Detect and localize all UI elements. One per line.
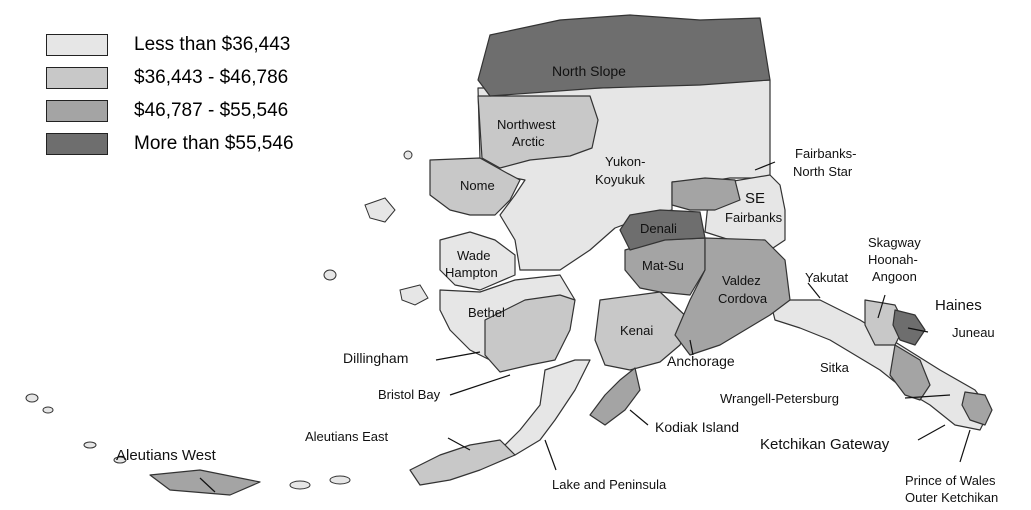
label-se-fairbanks: SE	[745, 190, 765, 207]
legend-swatch	[46, 66, 108, 89]
label-valdez: Valdez	[722, 273, 761, 288]
region-juneau	[892, 309, 926, 346]
region-north-slope	[477, 14, 771, 97]
label-mat-su: Mat-Su	[642, 258, 684, 273]
legend-swatch	[46, 33, 108, 56]
label-bethel: Bethel	[468, 305, 505, 320]
label-lake-peninsula: Lake and Peninsula	[552, 477, 667, 492]
label-yukon-koyukuk: Yukon-	[605, 154, 645, 169]
region-denali	[619, 209, 706, 251]
legend-item: Less than $36,443	[46, 28, 294, 61]
label-fairbanks: North Star	[793, 164, 853, 179]
legend-label: More than $55,546	[134, 132, 294, 154]
label-juneau: Juneau	[952, 325, 995, 340]
label-se-fairbanks: Fairbanks	[725, 210, 783, 225]
small-island	[323, 269, 337, 281]
region-aleutians-east	[409, 439, 516, 486]
label-northwest-arctic: Northwest	[497, 117, 556, 132]
legend-swatch	[46, 99, 108, 122]
label-aleutians-west: Aleutians West	[116, 447, 217, 464]
small-island	[113, 456, 127, 464]
region-wade-hampton	[439, 231, 516, 291]
label-haines: Haines	[935, 297, 982, 314]
label-denali: Denali	[640, 221, 677, 236]
legend-label: $46,787 - $55,546	[134, 99, 289, 121]
small-island	[42, 406, 54, 414]
legend: Less than $36,443 $36,443 - $46,786 $46,…	[46, 28, 294, 160]
region-wrangell-petersburg	[889, 344, 931, 401]
label-bristol-bay: Bristol Bay	[378, 387, 441, 402]
region-fairbanks-north-star	[671, 177, 741, 211]
region-lake-peninsula	[499, 359, 591, 456]
label-yukon-koyukuk: Koyukuk	[595, 172, 645, 187]
label-ketchikan: Ketchikan Gateway	[760, 436, 890, 453]
label-nome: Nome	[460, 178, 495, 193]
label-wrangell: Wrangell-Petersburg	[720, 391, 839, 406]
region-kenai	[594, 291, 691, 371]
legend-label: $36,443 - $46,786	[134, 66, 289, 88]
region-kodiak-island	[589, 367, 641, 426]
label-north-slope: North Slope	[552, 63, 626, 79]
region-dillingham	[484, 294, 576, 373]
label-skagway: Skagway	[868, 235, 921, 250]
label-aleutians-east: Aleutians East	[305, 429, 388, 444]
label-valdez: Cordova	[718, 291, 768, 306]
region-northwest-arctic	[477, 95, 599, 169]
label-sitka: Sitka	[820, 360, 850, 375]
legend-label: Less than $36,443	[134, 33, 291, 55]
small-island	[25, 393, 39, 403]
label-wade-hampton: Wade	[457, 248, 490, 263]
label-kodiak-island: Kodiak Island	[655, 419, 739, 435]
label-skagway: Hoonah-	[868, 252, 918, 267]
region-prince-of-wales	[961, 391, 993, 426]
st-lawrence-island	[364, 197, 396, 223]
small-island	[403, 150, 413, 160]
label-yakutat: Yakutat	[805, 270, 849, 285]
label-skagway: Angoon	[872, 269, 917, 284]
label-fairbanks: Fairbanks-	[795, 146, 856, 161]
label-prince-of-wales: Prince of Wales	[905, 473, 996, 488]
label-wade-hampton: Hampton	[445, 265, 498, 280]
label-kenai: Kenai	[620, 323, 653, 338]
legend-item: More than $55,546	[46, 127, 294, 160]
nunivak-island	[399, 284, 429, 306]
small-island	[289, 480, 311, 490]
legend-item: $46,787 - $55,546	[46, 94, 294, 127]
legend-item: $36,443 - $46,786	[46, 61, 294, 94]
label-dillingham: Dillingham	[343, 350, 408, 366]
region-valdez-cordova	[674, 237, 791, 356]
small-island	[329, 475, 351, 485]
small-island	[83, 441, 97, 449]
label-prince-of-wales: Outer Ketchikan	[905, 490, 998, 505]
legend-swatch	[46, 132, 108, 155]
region-nome	[429, 157, 521, 216]
label-anchorage: Anchorage	[667, 353, 735, 369]
label-northwest-arctic: Arctic	[512, 134, 545, 149]
